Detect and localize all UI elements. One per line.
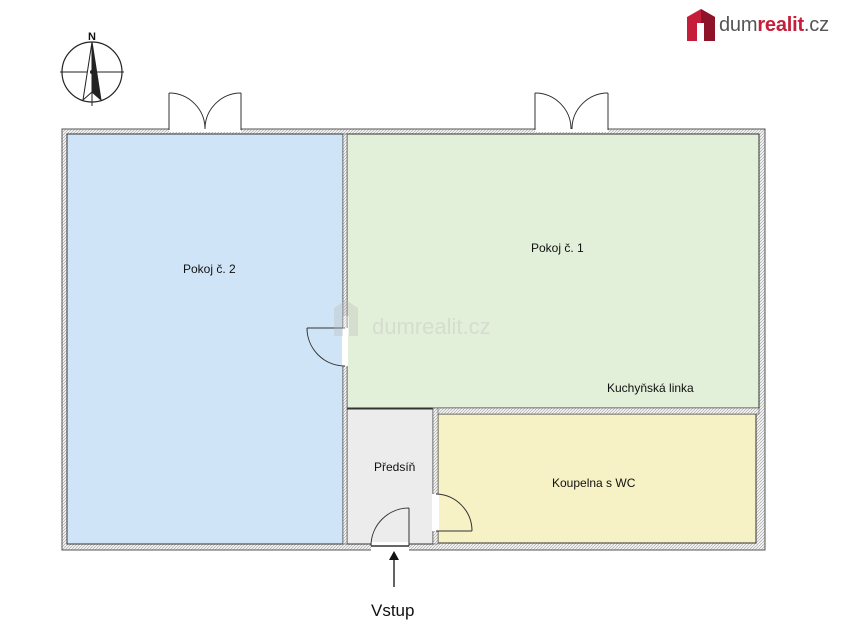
door-bathroom [432,493,473,532]
double-door-right [534,92,609,132]
wall-bathroom-top [432,407,760,415]
compass-north-label: N [88,31,96,43]
label-kuchynska-linka: Kuchyňská linka [607,381,694,395]
watermark-text: dumrealit.cz [372,314,491,339]
room-predsin [346,408,434,545]
room-pokoj-2 [66,133,344,545]
watermark: dumrealit.cz [334,300,491,339]
house-logo-icon [687,9,715,41]
north-arrow-icon: N [60,31,124,106]
label-pokoj-1: Pokoj č. 1 [531,241,584,255]
brand-highlight: realit [757,13,804,36]
brand-logo: dumrealit.cz [687,8,829,42]
door-entrance [370,507,410,551]
room-pokoj-1 [346,133,760,409]
label-koupelna: Koupelna s WC [552,476,636,490]
door-pokoj [306,327,348,367]
room-koupelna [437,413,757,544]
arrow-up-icon [389,551,399,587]
brand-prefix: dum [719,13,758,36]
label-vstup: Vstup [371,601,414,620]
wall-bathroom-left [432,407,439,545]
double-door-left [168,92,242,132]
label-predsin: Předsíň [374,460,415,474]
label-pokoj-2: Pokoj č. 2 [183,262,236,276]
brand-name: dumrealit.cz [719,14,829,37]
brand-suffix: .cz [803,13,829,36]
